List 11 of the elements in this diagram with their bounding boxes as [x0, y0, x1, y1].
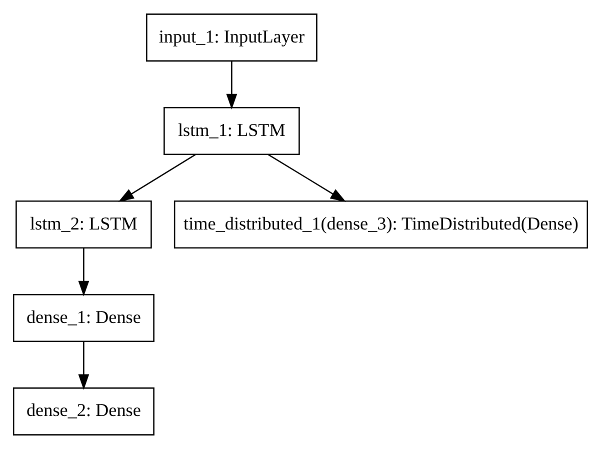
- node-box: lstm_2: LSTM: [16, 200, 152, 249]
- node-box: lstm_1: LSTM: [164, 107, 300, 156]
- arrow: [226, 61, 238, 110]
- arrow: [78, 248, 90, 296]
- node-box: dense_1: Dense: [12, 294, 154, 342]
- node-box: time_distributed_1(dense_3): TimeDistributed(Dense): [174, 200, 588, 249]
- arrow: [268, 154, 346, 202]
- node-box: dense_2: Dense: [12, 387, 154, 436]
- arrow: [118, 154, 196, 202]
- arrow: [78, 342, 90, 390]
- node-box: input_1: InputLayer: [146, 14, 318, 62]
